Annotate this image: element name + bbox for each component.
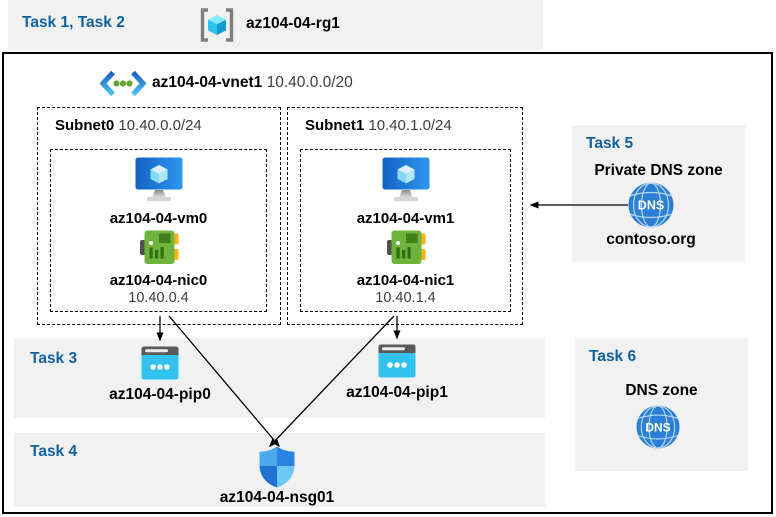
nic0-ip: 10.40.0.4 (128, 290, 189, 306)
vnet-name: az104-04-vnet1 (152, 74, 263, 91)
vnet-title: az104-04-vnet1 10.40.0.0/20 (152, 74, 353, 92)
task5-label: Task 5 (586, 135, 634, 152)
dns-badge-text: DNS (645, 420, 670, 434)
pip0-name: az104-04-pip0 (109, 386, 211, 403)
dns-zone-icon: DNS (636, 405, 680, 454)
nsg-shield-icon (259, 446, 295, 493)
subnet0-inner-box: az104-04-vm0 az104-04-nic0 10.40.0.4 (50, 149, 267, 312)
private-dns-zone-icon: DNS (628, 182, 674, 233)
virtual-network-icon (99, 70, 147, 102)
task5-box: Task 5 Private DNS zone DNS contoso.org (572, 125, 745, 262)
task6-label: Task 6 (589, 348, 637, 365)
pip1-icon (378, 344, 416, 383)
pip0-icon (141, 346, 179, 385)
subnet0-label: Subnet0 10.40.0.0/24 (55, 117, 202, 134)
nic1-ip: 10.40.1.4 (375, 290, 436, 306)
vm0-icon (135, 157, 183, 207)
task12-label: Task 1, Task 2 (22, 14, 125, 31)
task12-band: Task 1, Task 2 az104-04-rg1 (8, 0, 543, 50)
vnet-cidr: 10.40.0.0/20 (266, 74, 353, 91)
nic1-name: az104-04-nic1 (356, 272, 455, 289)
private-dns-zone-name: contoso.org (606, 231, 696, 248)
task6-box: Task 6 DNS zone DNS (575, 338, 748, 471)
resource-group-icon (198, 6, 236, 49)
dns-badge-text: DNS (638, 199, 664, 213)
subnet1-cidr: 10.40.1.0/24 (368, 117, 452, 134)
nic0-name: az104-04-nic0 (109, 272, 208, 289)
subnet0-box: Subnet0 10.40.0.0/24 (37, 107, 281, 325)
subnet0-name: Subnet0 (55, 117, 115, 134)
vm1-icon (382, 157, 430, 207)
private-dns-zone-title: Private DNS zone (594, 162, 723, 179)
subnet0-cidr: 10.40.0.0/24 (118, 117, 202, 134)
vm1-name: az104-04-vm1 (356, 210, 455, 227)
nic0-icon (139, 230, 179, 270)
task4-band: Task 4 az104-04-nsg01 (14, 433, 545, 507)
pip1-name: az104-04-pip1 (346, 384, 448, 401)
subnet1-name: Subnet1 (305, 117, 365, 134)
dns-zone-title: DNS zone (625, 382, 698, 399)
task3-band: Task 3 az104-04-pip0 az104-04-pip1 (14, 338, 545, 418)
subnet1-label: Subnet1 10.40.1.0/24 (305, 117, 452, 134)
subnet1-box: Subnet1 10.40.1.0/24 (287, 107, 523, 325)
task4-label: Task 4 (30, 443, 78, 460)
nic1-icon (386, 230, 426, 270)
task3-label: Task 3 (30, 350, 78, 367)
nsg-name: az104-04-nsg01 (219, 489, 335, 506)
subnet1-inner-box: az104-04-vm1 az104-04-nic1 10.40.1.4 (300, 149, 511, 312)
vm0-name: az104-04-vm0 (109, 210, 208, 227)
resource-group-name: az104-04-rg1 (246, 15, 340, 32)
